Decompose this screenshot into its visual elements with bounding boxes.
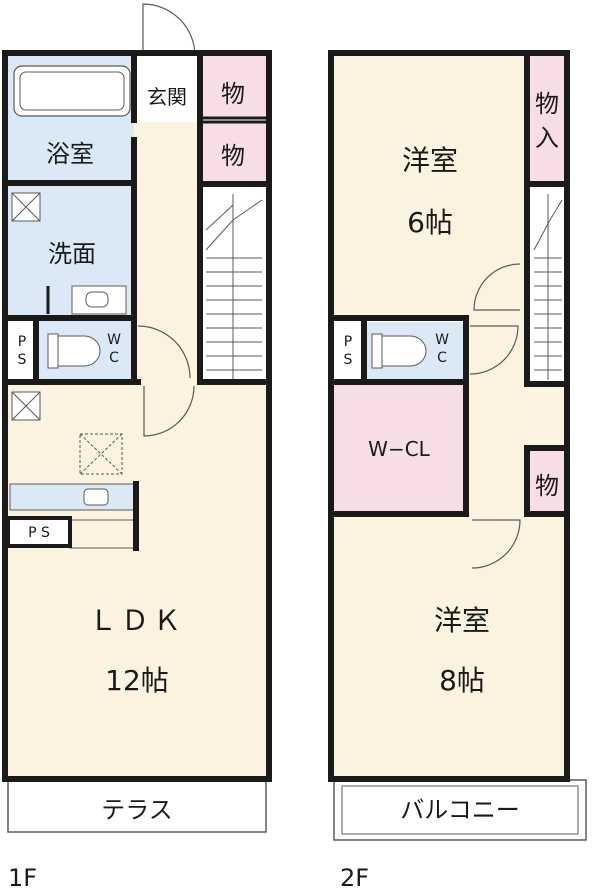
range-hood-icon (79, 433, 123, 475)
ps-upper-line-1: P (18, 334, 26, 350)
toilet-icon-2f (371, 333, 427, 369)
hall-right-floor (530, 384, 564, 448)
ldk-name-label: ＬＤＫ (89, 604, 185, 637)
wcl-floor (334, 384, 464, 514)
ps-kitchen-label: P S (28, 525, 50, 541)
toilet-icon-1f (47, 333, 101, 369)
entrance-label: 玄関 (147, 85, 187, 109)
kitchen-counter (9, 483, 137, 511)
wc-door-swing-2f (469, 325, 519, 375)
western-top-floor (334, 56, 530, 316)
western-bottom-floor (334, 516, 564, 776)
entrance-floor (138, 60, 196, 118)
walls-1f (2, 50, 272, 782)
walls-2f (328, 50, 570, 782)
wcl-label: W−CL (368, 437, 430, 461)
ldk-floor (8, 384, 266, 776)
floor-2-label: 2F (340, 864, 369, 892)
terrace-label: テラス (101, 796, 173, 824)
ps-upper-floor (8, 321, 36, 381)
closet-top-label: 物入 (535, 90, 559, 152)
washroom-label: 洗面 (48, 240, 96, 268)
storage-mid-floor (200, 122, 266, 184)
western-bottom-name-label: 洋室 (434, 604, 490, 637)
storage-mid-label: 物 (221, 142, 245, 170)
stairs-1f (205, 194, 263, 380)
ps-upper-line-2: S (18, 352, 27, 368)
bathtub (13, 65, 131, 117)
western-top-name-label: 洋室 (402, 144, 458, 177)
western-bottom-size-label: 8帖 (439, 664, 485, 697)
ldk-size-label: 12帖 (105, 664, 169, 697)
floor-1-label: 1F (8, 864, 37, 892)
storage-2f-floor (530, 448, 564, 514)
bath-label: 浴室 (46, 140, 94, 168)
stairs-2f (533, 194, 563, 380)
ps-floor-2f (334, 322, 364, 380)
entrance-door-swing (142, 3, 196, 57)
storage-2f-label: 物 (535, 472, 559, 500)
closet-top-floor (530, 56, 564, 184)
hall-floor-2f (466, 316, 530, 516)
hall-floor-1f (134, 122, 200, 384)
wc-door-swing-1f (137, 325, 191, 379)
balcony-label: バルコニー (400, 796, 520, 824)
storage-top-label: 物 (221, 80, 245, 108)
western-top-size-label: 6帖 (407, 206, 453, 239)
western-bottom-door-swing (471, 519, 521, 569)
western-top-door-swing (473, 263, 521, 311)
ldk-door-swing (143, 385, 195, 437)
storage-top-floor (200, 56, 266, 118)
terrace-floor (7, 779, 267, 833)
wash-basin-icon (71, 285, 127, 315)
